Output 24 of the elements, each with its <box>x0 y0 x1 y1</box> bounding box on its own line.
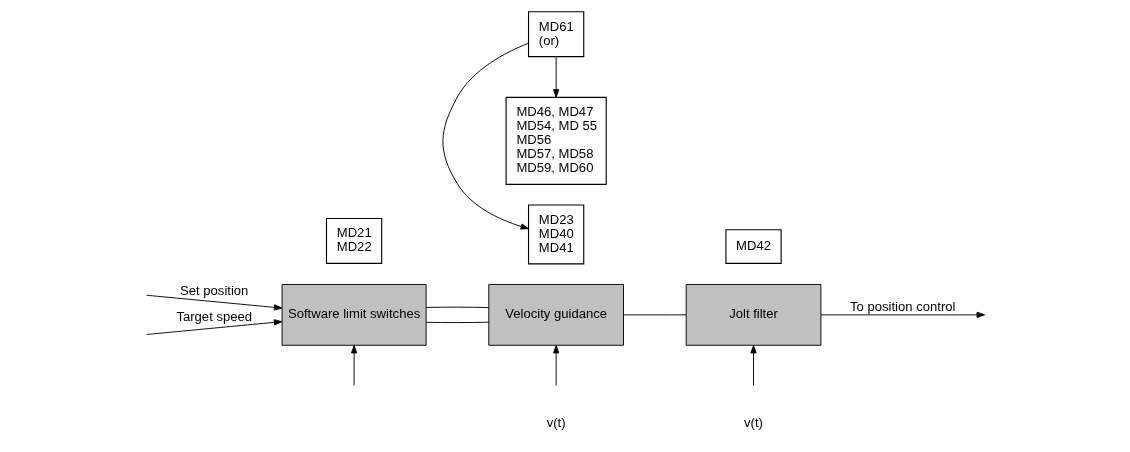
edge-label: Set position <box>179 283 248 299</box>
arrow <box>145 319 282 335</box>
node-box: MD46, MD47 MD54, MD 55 MD56 MD57, MD58 MD59, MD60 <box>505 96 607 185</box>
node-box: MD42 <box>724 229 782 264</box>
node-box: Software limit switches <box>281 284 427 346</box>
arrow <box>820 311 985 318</box>
connector <box>425 321 489 324</box>
arrow <box>552 345 559 386</box>
arrow <box>552 56 559 98</box>
node-box: MD21 MD22 <box>325 217 382 264</box>
connector <box>425 306 489 309</box>
edge-label: To position control <box>849 299 955 315</box>
arrow <box>350 345 357 386</box>
arrow <box>441 42 529 230</box>
arrow <box>749 345 757 386</box>
node-box: MD61 (or) <box>527 11 584 58</box>
node-box: MD23 MD40 MD41 <box>527 204 584 265</box>
edge-label: Target speed <box>175 308 252 324</box>
arrow <box>145 294 282 311</box>
label: v(t) <box>546 414 566 430</box>
node-box: Velocity guidance <box>487 284 624 346</box>
connector <box>622 314 686 316</box>
node-box: Jolt filter <box>685 284 821 346</box>
label: v(t) <box>743 414 763 430</box>
